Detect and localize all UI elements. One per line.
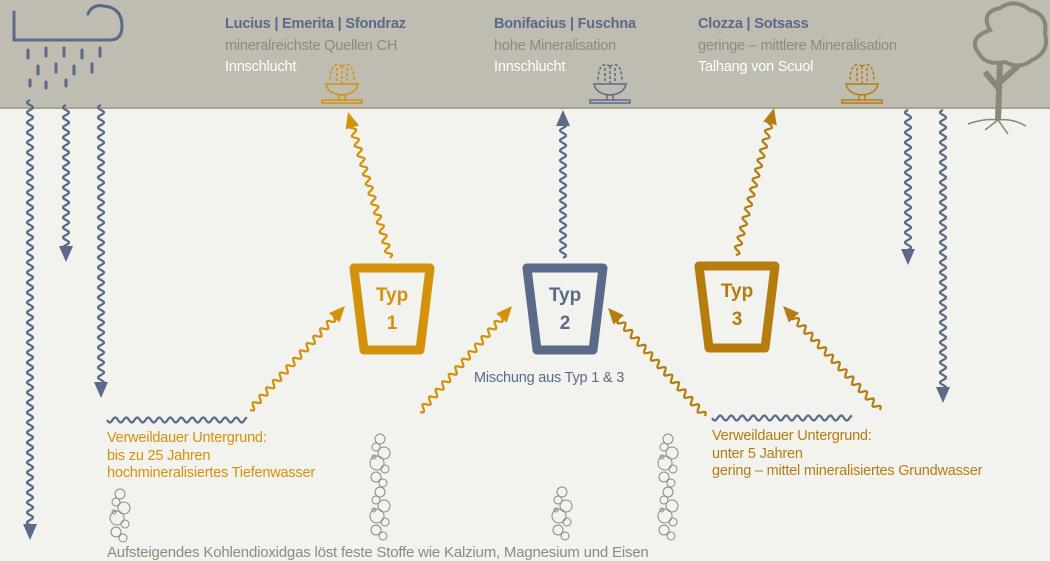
arrowhead-icon bbox=[608, 308, 624, 325]
infiltration-arrow bbox=[59, 104, 73, 262]
inflow-arrow bbox=[419, 306, 512, 414]
bubbles-icon bbox=[369, 486, 391, 541]
bucket-type-2 bbox=[522, 263, 608, 355]
arrowhead-icon bbox=[783, 306, 800, 323]
arrowhead-icon bbox=[345, 112, 360, 130]
rising-water-arrow bbox=[733, 108, 777, 257]
infiltration-arrow bbox=[23, 99, 37, 540]
spring-3-desc: geringe – mittlere Mineralisation bbox=[698, 38, 897, 54]
infiltration-arrow bbox=[936, 109, 950, 403]
arrowhead-icon bbox=[556, 110, 570, 126]
fountain-icon bbox=[841, 64, 883, 104]
inflow-arrow bbox=[783, 306, 882, 411]
spring-2-location: Innschlucht bbox=[494, 59, 566, 75]
bubbles-icon bbox=[369, 433, 391, 488]
bubbles-icon bbox=[657, 433, 679, 488]
rain-cloud-icon bbox=[12, 4, 124, 90]
bubbles-icon bbox=[109, 488, 131, 543]
arrowhead-icon bbox=[936, 387, 950, 403]
spring-2-title: Bonifacius | Fuschna bbox=[494, 16, 636, 32]
left-note-line-2: bis zu 25 Jahren bbox=[107, 448, 211, 464]
right-note-line-3: gering – mittel mineralisiertes Grundwas… bbox=[712, 463, 983, 479]
fountain-icon bbox=[321, 64, 363, 104]
arrowhead-icon bbox=[496, 306, 512, 323]
rising-water-arrow bbox=[345, 112, 394, 259]
rising-water-arrow bbox=[556, 110, 570, 259]
spring-3-location: Talhang von Scuol bbox=[698, 59, 814, 75]
bucket-type-1 bbox=[349, 263, 435, 355]
infiltration-arrow bbox=[901, 109, 915, 265]
water-level-wave bbox=[106, 416, 248, 424]
arrowhead-icon bbox=[901, 249, 915, 265]
arrowhead-icon bbox=[23, 524, 37, 540]
arrowhead-icon bbox=[763, 108, 777, 126]
spring-1-desc: mineralreichste Quellen CH bbox=[225, 38, 398, 54]
spring-1-title: Lucius | Emerita | Sfondraz bbox=[225, 16, 406, 32]
inflow-arrow bbox=[249, 306, 345, 412]
infiltration-arrow bbox=[94, 104, 108, 398]
left-note-line-3: hochmineralisiertes Tiefenwasser bbox=[107, 465, 315, 481]
spring-2-desc: hohe Mineralisation bbox=[494, 38, 616, 54]
surface-band bbox=[0, 0, 1050, 109]
fountain-icon bbox=[589, 64, 631, 104]
bucket-type-3 bbox=[694, 261, 780, 353]
footer-caption: Aufsteigendes Kohlendioxidgas löst feste… bbox=[107, 544, 649, 561]
arrowhead-icon bbox=[329, 306, 345, 323]
arrowhead-icon bbox=[94, 382, 108, 398]
arrowhead-icon bbox=[59, 246, 73, 262]
right-note-line-2: unter 5 Jahren bbox=[712, 446, 803, 462]
tree-icon bbox=[967, 1, 1049, 135]
left-note-line-1: Verweildauer Untergrund: bbox=[107, 430, 267, 446]
right-note-line-1: Verweildauer Untergrund: bbox=[712, 428, 872, 444]
water-level-wave bbox=[711, 414, 853, 422]
bubbles-icon bbox=[657, 486, 679, 541]
bubbles-icon bbox=[551, 486, 573, 541]
spring-1-location: Innschlucht bbox=[225, 59, 297, 75]
inflow-arrow bbox=[608, 308, 707, 417]
spring-3-title: Clozza | Sotsass bbox=[698, 16, 809, 32]
mix-label: Mischung aus Typ 1 & 3 bbox=[474, 370, 625, 386]
